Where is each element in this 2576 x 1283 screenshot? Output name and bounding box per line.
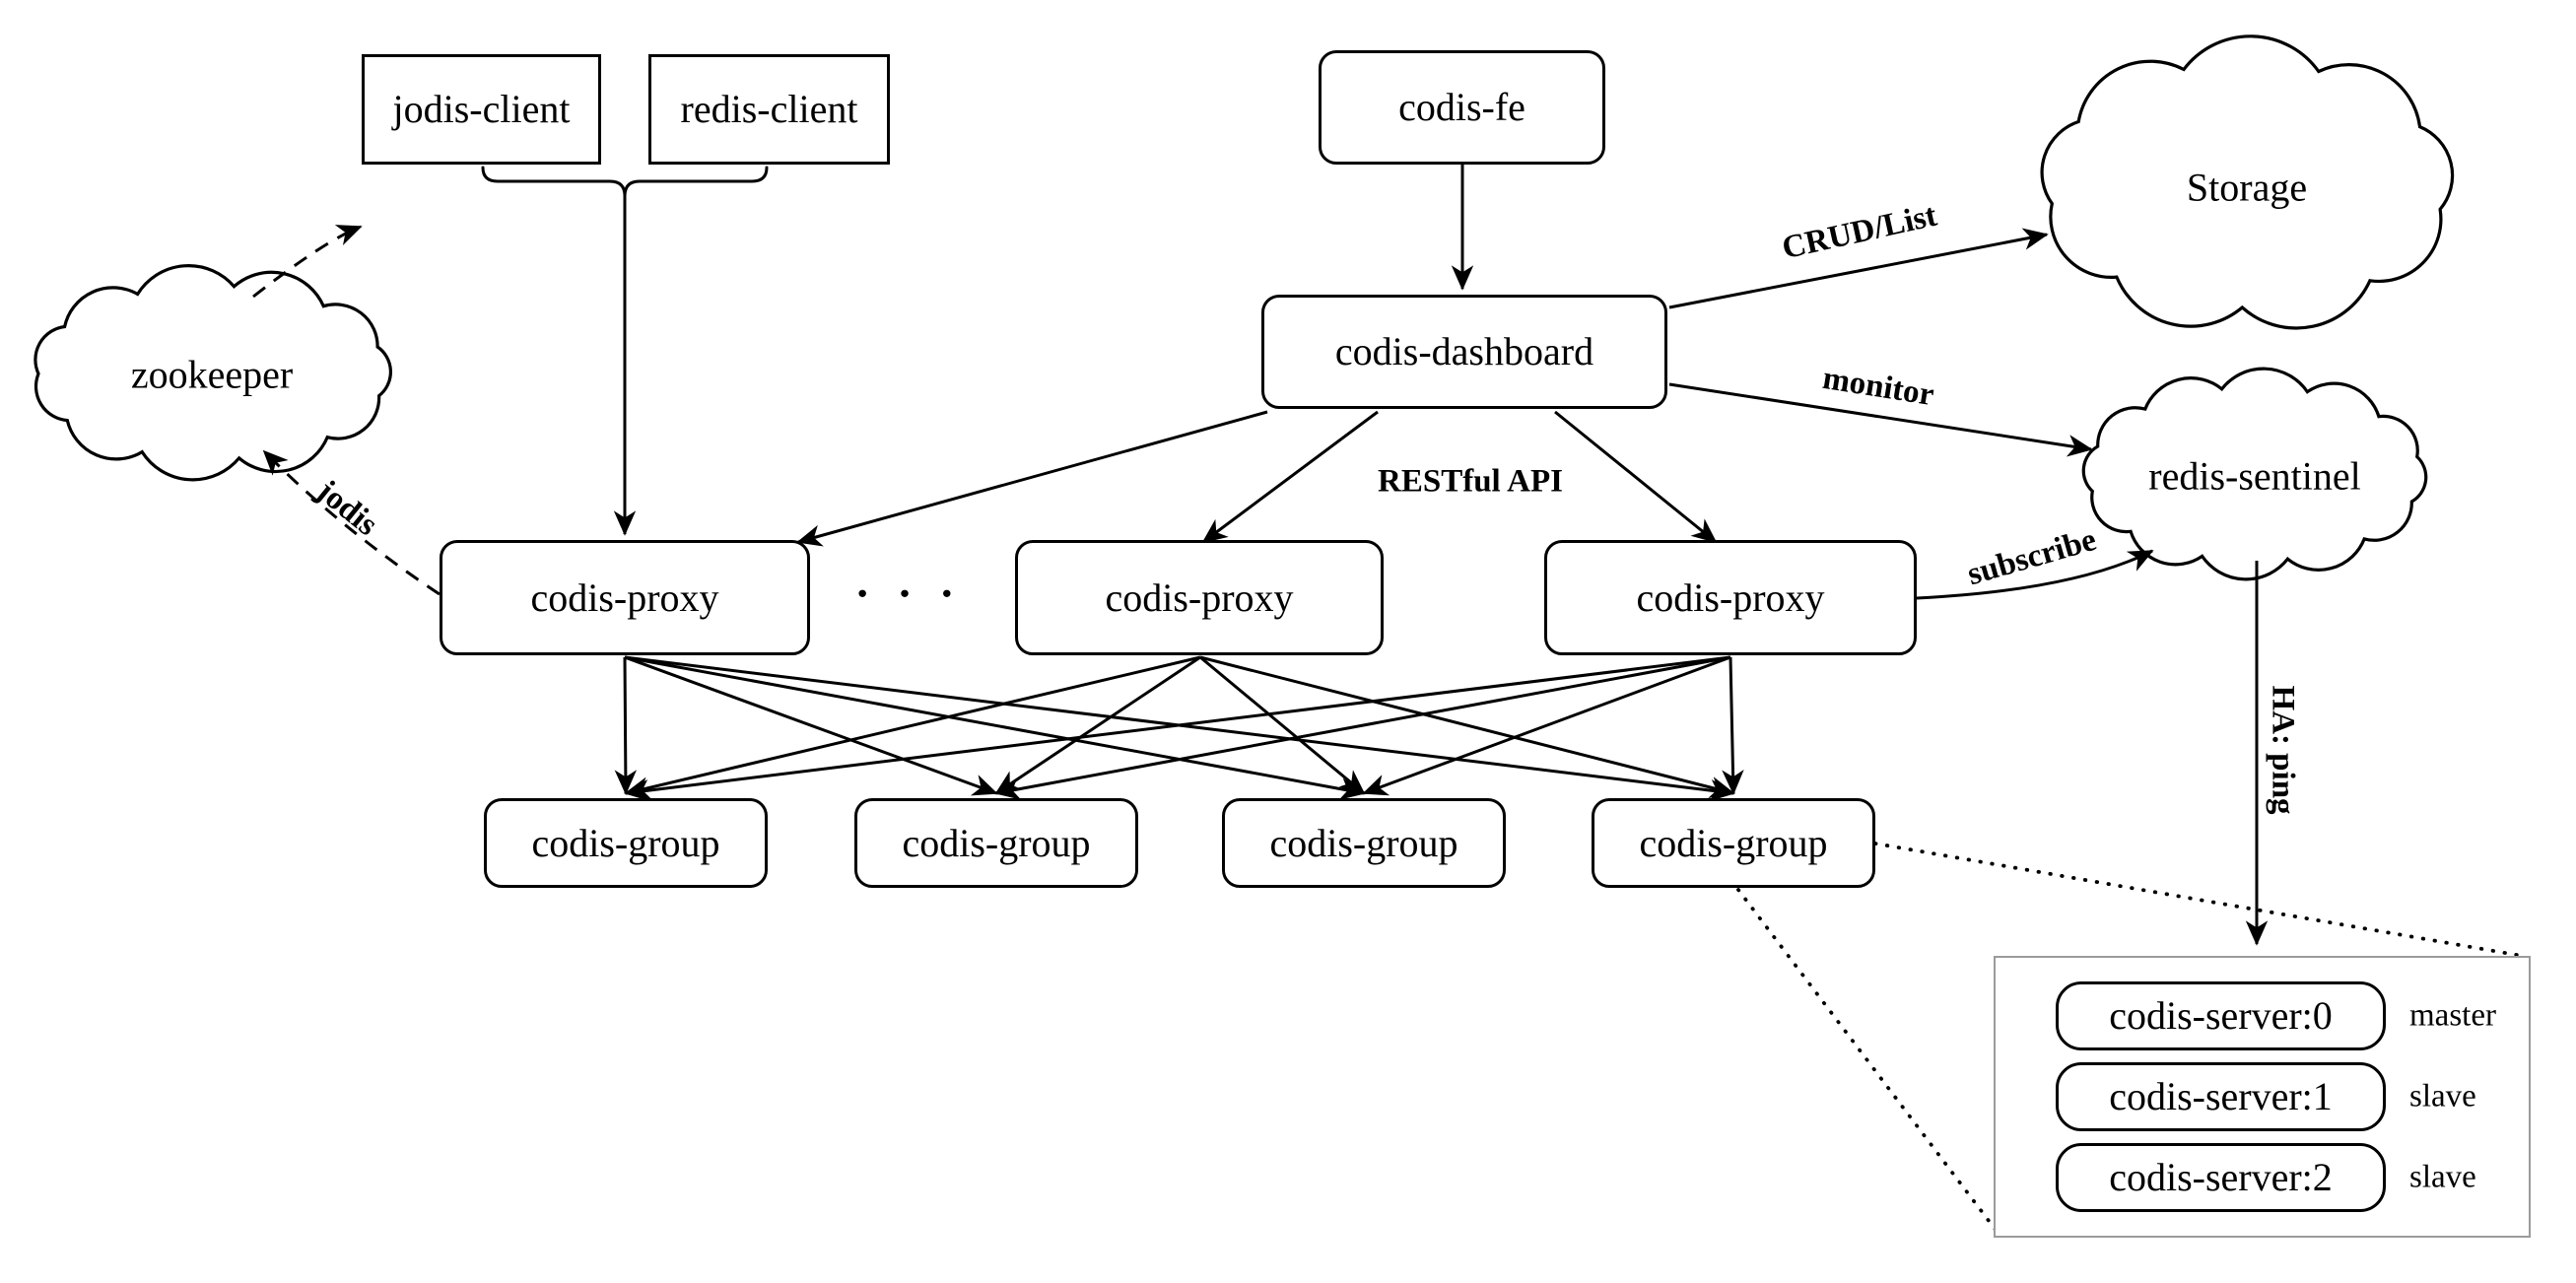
codis-proxy-2-label: codis-proxy [1105,574,1294,620]
redis-client-node: redis-client [648,54,890,165]
codis-group-3-label: codis-group [1269,820,1458,865]
redis-sentinel-label: redis-sentinel [2148,453,2361,499]
edge-proxy3-to-group1 [624,655,1731,802]
codis-group-3-node: codis-group [1222,798,1506,888]
codis-group-1-node: codis-group [484,798,768,888]
zookeeper-label: zookeeper [130,352,294,397]
codis-group-2-node: codis-group [854,798,1138,888]
edge-dashboard-to-proxy2 [1201,410,1379,544]
codis-fe-label: codis-fe [1398,85,1525,129]
storage-cloud [2040,34,2455,330]
zookeeper-cloud [34,264,392,482]
codis-proxy-2-node: codis-proxy [1015,540,1384,655]
codis-dashboard-node: codis-dashboard [1261,295,1667,409]
edge-dashboard-to-proxy1 [796,410,1268,547]
edge-proxy3-to-group2 [994,655,1731,800]
codis-group-4-label: codis-group [1639,820,1828,865]
proxy-ellipsis: · · · [854,568,963,619]
jodis-client-label: jodis-client [392,87,571,131]
codis-server-0-node: codis-server:0 [2056,981,2386,1050]
codis-group-4-node: codis-group [1592,798,1875,888]
codis-group-1-label: codis-group [531,820,720,865]
codis-proxy-3-label: codis-proxy [1636,574,1825,620]
codis-server-2-label: codis-server:2 [2109,1155,2333,1199]
codis-proxy-1-label: codis-proxy [530,574,719,620]
edge-proxy1-to-group2 [624,655,998,796]
edge-zookeeper-to-jodis [252,225,363,299]
edge-group4-to-container-tr [1873,842,2530,959]
edge-proxy2-to-group4 [1199,655,1735,799]
jodis-client-node: jodis-client [362,54,601,165]
edge-proxy3-to-group4 [1722,656,1744,795]
codis-dashboard-label: codis-dashboard [1334,329,1594,373]
redis-sentinel-cloud [2081,367,2428,581]
edge-dashboard-to-proxy3 [1554,410,1718,544]
server-2-role: slave [2409,1159,2476,1195]
storage-label: Storage [2186,165,2308,210]
edge-proxy2-to-group2 [994,655,1201,795]
codis-server-2-node: codis-server:2 [2056,1143,2386,1212]
edge-proxy1-to-zookeeper [262,449,441,596]
edge-proxy3-to-group3 [1362,655,1731,796]
edge-proxy1-to-group3 [624,655,1366,800]
codis-server-1-node: codis-server:1 [2056,1062,2386,1131]
codis-group-2-label: codis-group [902,820,1091,865]
edge-label-ha-ping: HA: ping [2265,685,2301,815]
edge-dashboard-to-storage [1668,228,2049,309]
clients-brace [481,166,769,197]
codis-proxy-3-node: codis-proxy [1544,540,1917,655]
codis-server-1-label: codis-server:1 [2109,1074,2333,1118]
server-0-role: master [2409,997,2496,1034]
edge-dashboard-to-sentinel [1668,382,2093,457]
edge-proxy2-to-group1 [624,655,1201,799]
codis-fe-node: codis-fe [1319,50,1605,165]
edge-label-restful-api: RESTful API [1378,463,1563,500]
server-1-role: slave [2409,1078,2476,1114]
redis-client-label: redis-client [680,87,858,131]
edge-proxy2-to-group3 [1199,655,1366,795]
codis-server-0-label: codis-server:0 [2109,993,2333,1038]
codis-proxy-1-node: codis-proxy [440,540,810,655]
edge-proxy1-to-group1 [614,656,638,795]
edge-group4-to-container-bl [1736,888,2000,1236]
edge-proxy3-to-sentinel [1916,549,2154,600]
